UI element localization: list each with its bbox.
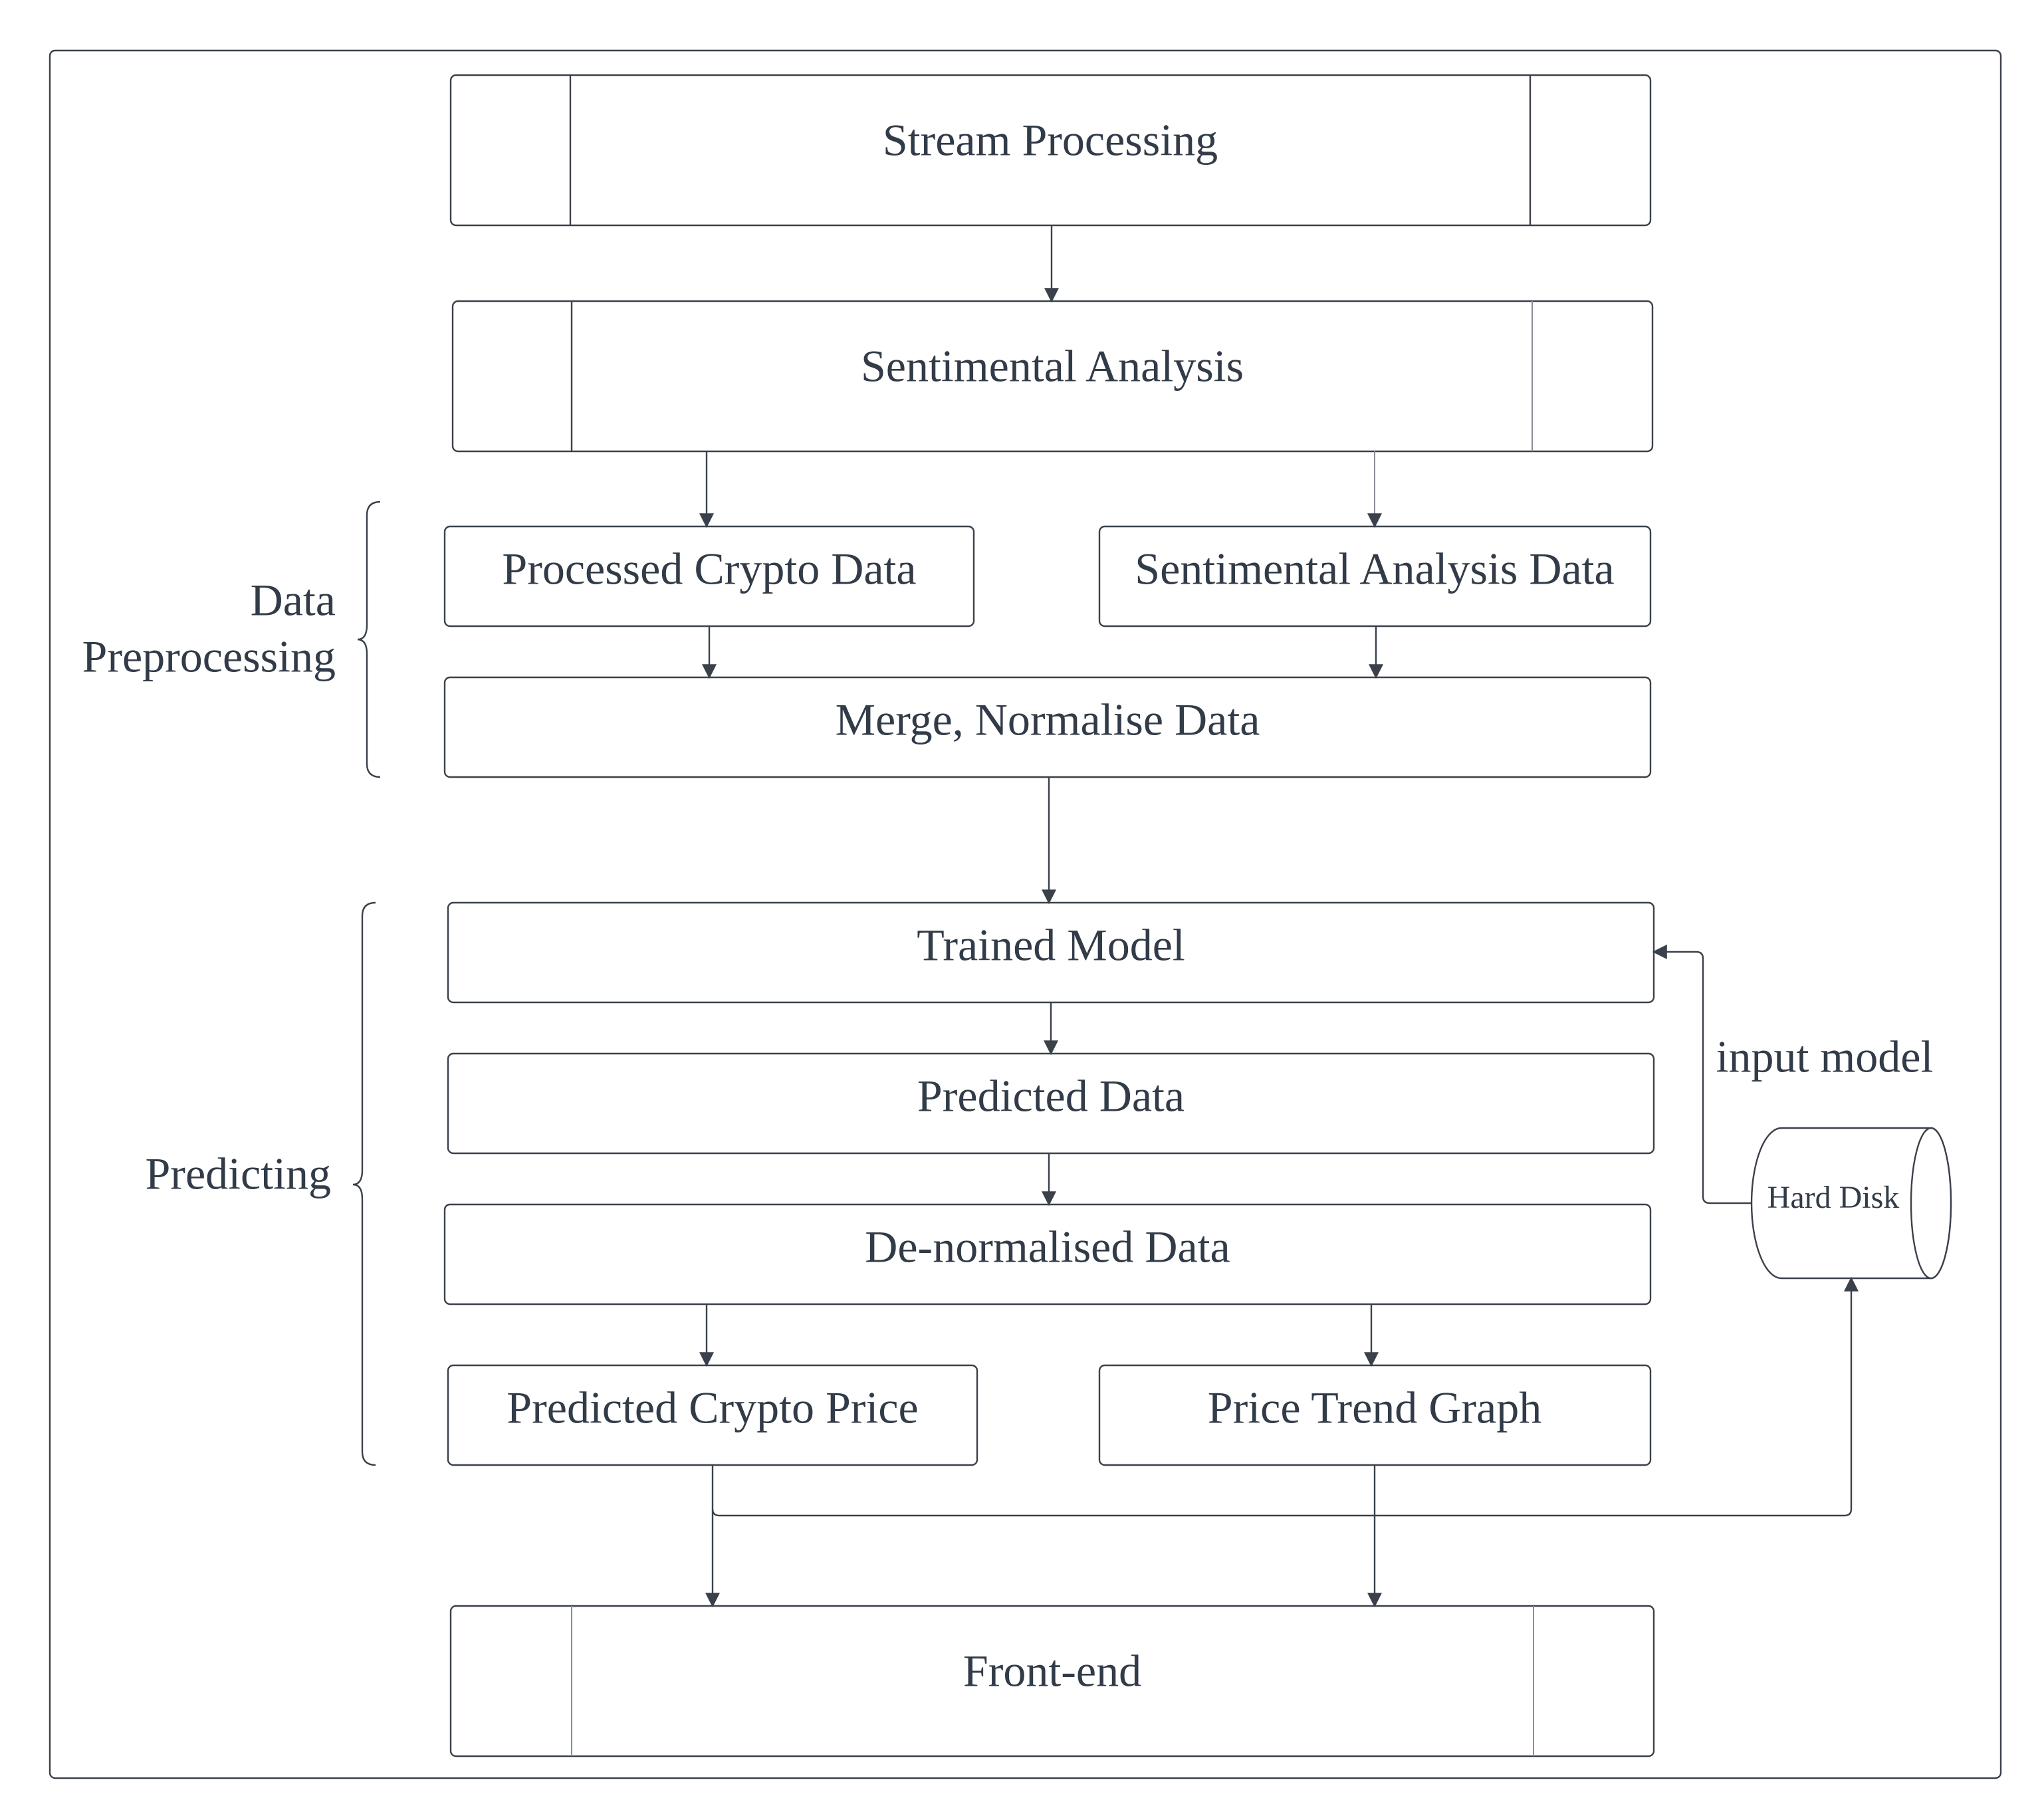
- trained-model-node: Trained Model: [447, 901, 1655, 1004]
- denormalised-data-node: De-normalised Data: [443, 1203, 1652, 1306]
- outer-frame: [49, 49, 2002, 1779]
- predicted-data-node: Predicted Data: [447, 1052, 1655, 1155]
- data-preprocessing-brace: [357, 501, 381, 778]
- predicted-data-label: Predicted Data: [917, 1071, 1185, 1121]
- stream-processing-label: Stream Processing: [883, 115, 1218, 166]
- processed-crypto-data-label: Processed Crypto Data: [502, 544, 916, 594]
- sentimental-analysis-data-label: Sentimental Analysis Data: [1135, 544, 1614, 594]
- sentimental-analysis-label: Sentimental Analysis: [861, 341, 1244, 392]
- predicted-crypto-price-node: Predicted Crypto Price: [447, 1364, 978, 1466]
- merge-normalise-node: Merge, Normalise Data: [443, 676, 1652, 778]
- front-end-node: Front-end: [449, 1605, 1655, 1758]
- edge-outputs-to-hard-disk: [711, 1276, 1859, 1517]
- price-trend-graph-node: Price Trend Graph: [1098, 1364, 1652, 1466]
- predicting-brace: [352, 901, 376, 1466]
- sentimental-analysis-data-node: Sentimental Analysis Data: [1098, 525, 1652, 627]
- sentimental-analysis-node: Sentimental Analysis: [451, 300, 1654, 453]
- edge-hard-disk-to-trained-model: [1652, 945, 1752, 1204]
- merge-normalise-label: Merge, Normalise Data: [836, 695, 1260, 745]
- predicting-label: Predicting: [145, 1149, 331, 1199]
- data-preprocessing-label-line1: Data: [251, 575, 336, 626]
- hard-disk-node: Hard Disk: [1750, 1127, 1952, 1280]
- predicted-crypto-price-label: Predicted Crypto Price: [507, 1383, 918, 1433]
- trained-model-label: Trained Model: [917, 920, 1185, 970]
- data-preprocessing-label-line2: Preprocessing: [82, 631, 336, 682]
- hard-disk-label: Hard Disk: [1767, 1180, 1900, 1215]
- processed-crypto-data-node: Processed Crypto Data: [443, 525, 975, 627]
- front-end-label: Front-end: [963, 1646, 1141, 1696]
- denormalised-data-label: De-normalised Data: [865, 1222, 1230, 1272]
- price-trend-graph-label: Price Trend Graph: [1208, 1383, 1541, 1433]
- input-model-edge-label: input model: [1716, 1032, 1934, 1082]
- stream-processing-node: Stream Processing: [449, 74, 1652, 227]
